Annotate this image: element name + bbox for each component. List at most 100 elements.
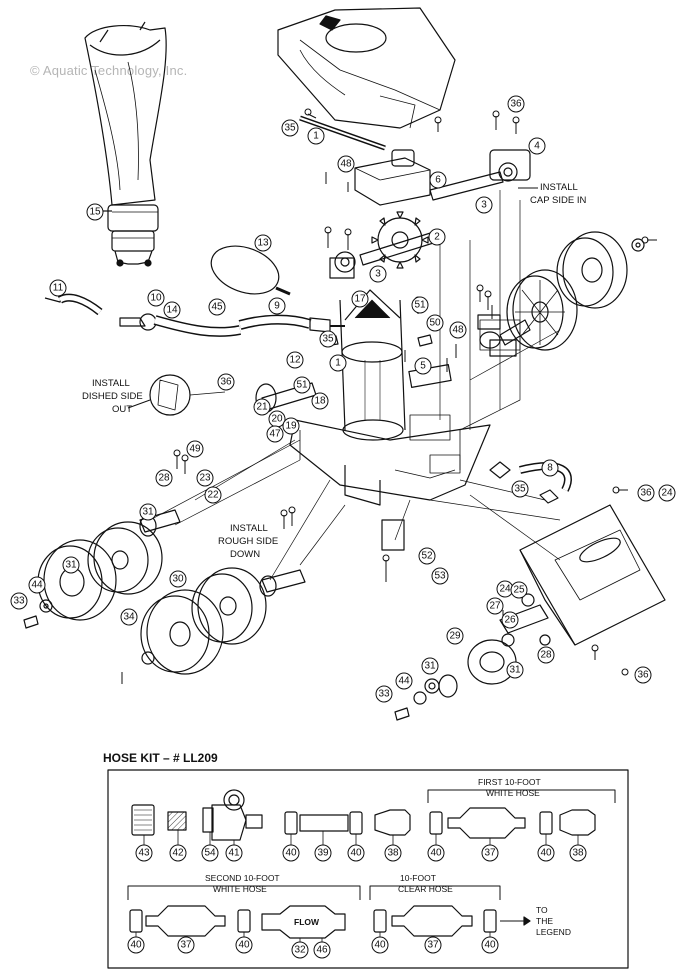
kit-part-16: 32: [294, 945, 306, 956]
filter-bag-part: [84, 21, 167, 267]
kit-part-6: 39: [317, 848, 329, 859]
callout-35c: 35: [514, 484, 526, 495]
callout-35b: 35: [322, 334, 334, 345]
clear-hose-line1: 10-FOOT: [400, 873, 436, 883]
callout-36b: 36: [220, 377, 232, 388]
kit-part-4: 41: [228, 848, 240, 859]
kit-part-7: 40: [350, 848, 362, 859]
callout-29: 29: [449, 631, 461, 642]
callout-31c: 31: [509, 665, 521, 676]
callout-48b: 48: [452, 325, 464, 336]
callout-6: 6: [435, 175, 441, 186]
callout-27: 27: [489, 601, 501, 612]
second-hose-line1: SECOND 10-FOOT: [205, 873, 280, 883]
callout-31a: 31: [142, 507, 154, 518]
callout-52: 52: [421, 551, 433, 562]
callout-13: 13: [257, 238, 269, 249]
callout-33b: 33: [13, 596, 25, 607]
hose-kit-row2: [127, 885, 531, 942]
legend-line2: THE: [536, 916, 553, 926]
callout-24b: 24: [499, 584, 511, 595]
kit-part-1: 43: [138, 848, 150, 859]
callout-10: 10: [150, 293, 162, 304]
kit-part-17: 46: [316, 945, 328, 956]
callout-35a: 35: [284, 123, 296, 134]
callout-5: 5: [420, 361, 426, 372]
upper-right-wheels: [479, 231, 628, 351]
callout-30: 30: [172, 574, 184, 585]
note-dished-line1: INSTALL: [92, 378, 130, 389]
float-part-13: [210, 245, 291, 296]
kit-part-13: 40: [130, 940, 142, 951]
callout-31b: 31: [424, 661, 436, 672]
legend-line1: TO: [536, 905, 548, 915]
kit-part-18: 40: [374, 940, 386, 951]
callout-47: 47: [269, 429, 281, 440]
bearing-part-4: [489, 149, 531, 182]
kit-part-11: 40: [540, 848, 552, 859]
callout-45: 45: [211, 302, 223, 313]
note-dished-line3: OUT: [112, 404, 132, 415]
main-housing-part: [289, 289, 491, 506]
kit-part-5: 40: [285, 848, 297, 859]
hose-kit-title: HOSE KIT – # LL209: [103, 751, 218, 765]
callout-9: 9: [274, 301, 280, 312]
callout-17: 17: [354, 294, 366, 305]
note-rough-line3: DOWN: [230, 549, 260, 560]
callout-28b: 28: [540, 650, 552, 661]
hose-kit-row1: [131, 789, 616, 845]
callout-2: 2: [434, 232, 440, 243]
callout-3b: 3: [375, 269, 381, 280]
bottom-tray-part: [519, 504, 666, 646]
gear-part-2: [371, 211, 429, 269]
callout-11: 11: [53, 283, 64, 294]
callout-49: 49: [189, 444, 201, 455]
note-dished-line2: DISHED SIDE: [82, 391, 143, 402]
note-cap-line2: CAP SIDE IN: [530, 195, 586, 206]
first-hose-line1: FIRST 10-FOOT: [478, 777, 541, 787]
callout-53: 53: [434, 571, 446, 582]
callout-circles: [10, 95, 676, 703]
kit-part-3: 54: [204, 848, 216, 859]
kit-part-12: 38: [572, 848, 584, 859]
callout-12: 12: [289, 355, 301, 366]
callout-19: 19: [285, 421, 297, 432]
callout-36c: 36: [640, 488, 652, 499]
bracket-part-6: [354, 149, 431, 206]
callout-7: 1: [313, 131, 319, 142]
callout-33a: 33: [378, 689, 390, 700]
hose-kit-numbers: 43 42 54 41 40 39 40 38 40 37 40 38 40 3…: [127, 844, 587, 959]
flow-label: FLOW: [294, 917, 320, 927]
note-rough-line1: INSTALL: [230, 523, 268, 534]
hose-assembly: [44, 293, 345, 337]
callout-31d: 31: [65, 560, 77, 571]
callout-23: 23: [199, 473, 211, 484]
idler-gear-part: [334, 251, 356, 273]
kit-part-8: 38: [387, 848, 399, 859]
callout-21: 21: [256, 402, 268, 413]
callout-44a: 44: [398, 676, 410, 687]
kit-part-20: 40: [484, 940, 496, 951]
kit-part-19: 37: [427, 940, 439, 951]
note-rough-line2: ROUGH SIDE: [218, 536, 278, 547]
callout-1: 1: [335, 358, 341, 369]
top-cover-part: [277, 7, 456, 129]
callout-51a: 51: [414, 300, 426, 311]
second-hose-line2: WHITE HOSE: [213, 884, 267, 894]
note-cap-line1: INSTALL: [540, 182, 578, 193]
callout-34: 34: [123, 612, 135, 623]
lower-gear-set: [23, 593, 551, 721]
hook-hose-part-8: [519, 462, 572, 492]
callout-4: 4: [534, 141, 540, 152]
assembly-guide-lines: [149, 190, 561, 581]
callout-numbers: 1 35 48 6 36 4 3 2 3 13 11 10 14 45 9 17…: [13, 99, 673, 700]
kit-part-10: 37: [484, 848, 496, 859]
callout-50: 50: [429, 318, 441, 329]
install-notes: INSTALL CAP SIDE IN INSTALL DISHED SIDE …: [82, 182, 586, 560]
lower-left-wheels: [37, 509, 306, 675]
copyright-watermark: © Aquatic Technology, Inc.: [30, 63, 188, 78]
hose-kit-frame: [107, 769, 629, 969]
callout-22: 22: [207, 490, 219, 501]
callout-20: 20: [271, 414, 283, 425]
